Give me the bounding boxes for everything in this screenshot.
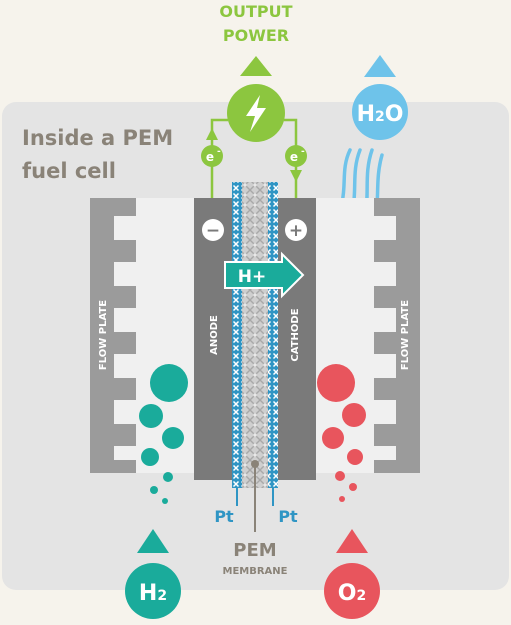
title-line-1: Inside a PEM [22,126,173,150]
h2o-circle [352,84,408,140]
output-label-1: OUTPUT [219,2,292,21]
output-label-2: POWER [223,26,289,45]
pt-layer-left [232,182,242,488]
electron-label: e [290,150,298,164]
circuit-wires [210,118,298,218]
positive-terminal [285,219,307,241]
title-line-2: fuel cell [22,159,116,183]
electron-sup: - [301,147,305,157]
electron-left: e - [201,145,223,167]
plus-sign: + [289,221,303,241]
hydrogen-bubbles [139,364,188,504]
negative-terminal [202,219,224,241]
flow-plate-label-left: FLOW PLATE [98,300,109,370]
h2o-label: H2O [357,102,404,127]
right-flow-plate [316,198,420,473]
o2-up-arrow-icon [336,529,368,553]
flow-plate-label-right: FLOW PLATE [400,300,411,370]
pt-layer-right [268,182,278,488]
left-flow-plate [90,198,194,473]
hplus-label: H+ [238,267,266,287]
cathode-electrode [278,198,316,480]
o2-label: O2 [338,581,366,606]
anode-label: ANODE [209,315,220,355]
electron-flow-arrow-up [206,128,218,140]
h2-up-arrow-icon [137,529,169,553]
pt-label-right: Pt [278,507,298,526]
minus-sign: − [206,221,220,241]
electron-right: e - [285,145,307,167]
hplus-arrow-icon [224,251,305,299]
pem-membrane [242,182,268,488]
h2-circle [125,563,181,619]
cathode-label: CATHODE [290,308,301,361]
electron-label: e [206,150,214,164]
h2-label: H2 [139,581,167,606]
pt-label-left: Pt [214,507,234,526]
pem-label: PEM [233,540,276,561]
h2o-up-arrow-icon [364,55,396,77]
bolt-icon [246,95,266,132]
membrane-label: MEMBRANE [223,566,288,577]
electron-sup: - [217,147,221,157]
o2-circle [324,563,380,619]
up-arrow-icon [240,56,272,76]
oxygen-bubbles [317,364,366,502]
electron-flow-arrow-down [290,170,302,182]
anode-electrode [194,198,232,480]
